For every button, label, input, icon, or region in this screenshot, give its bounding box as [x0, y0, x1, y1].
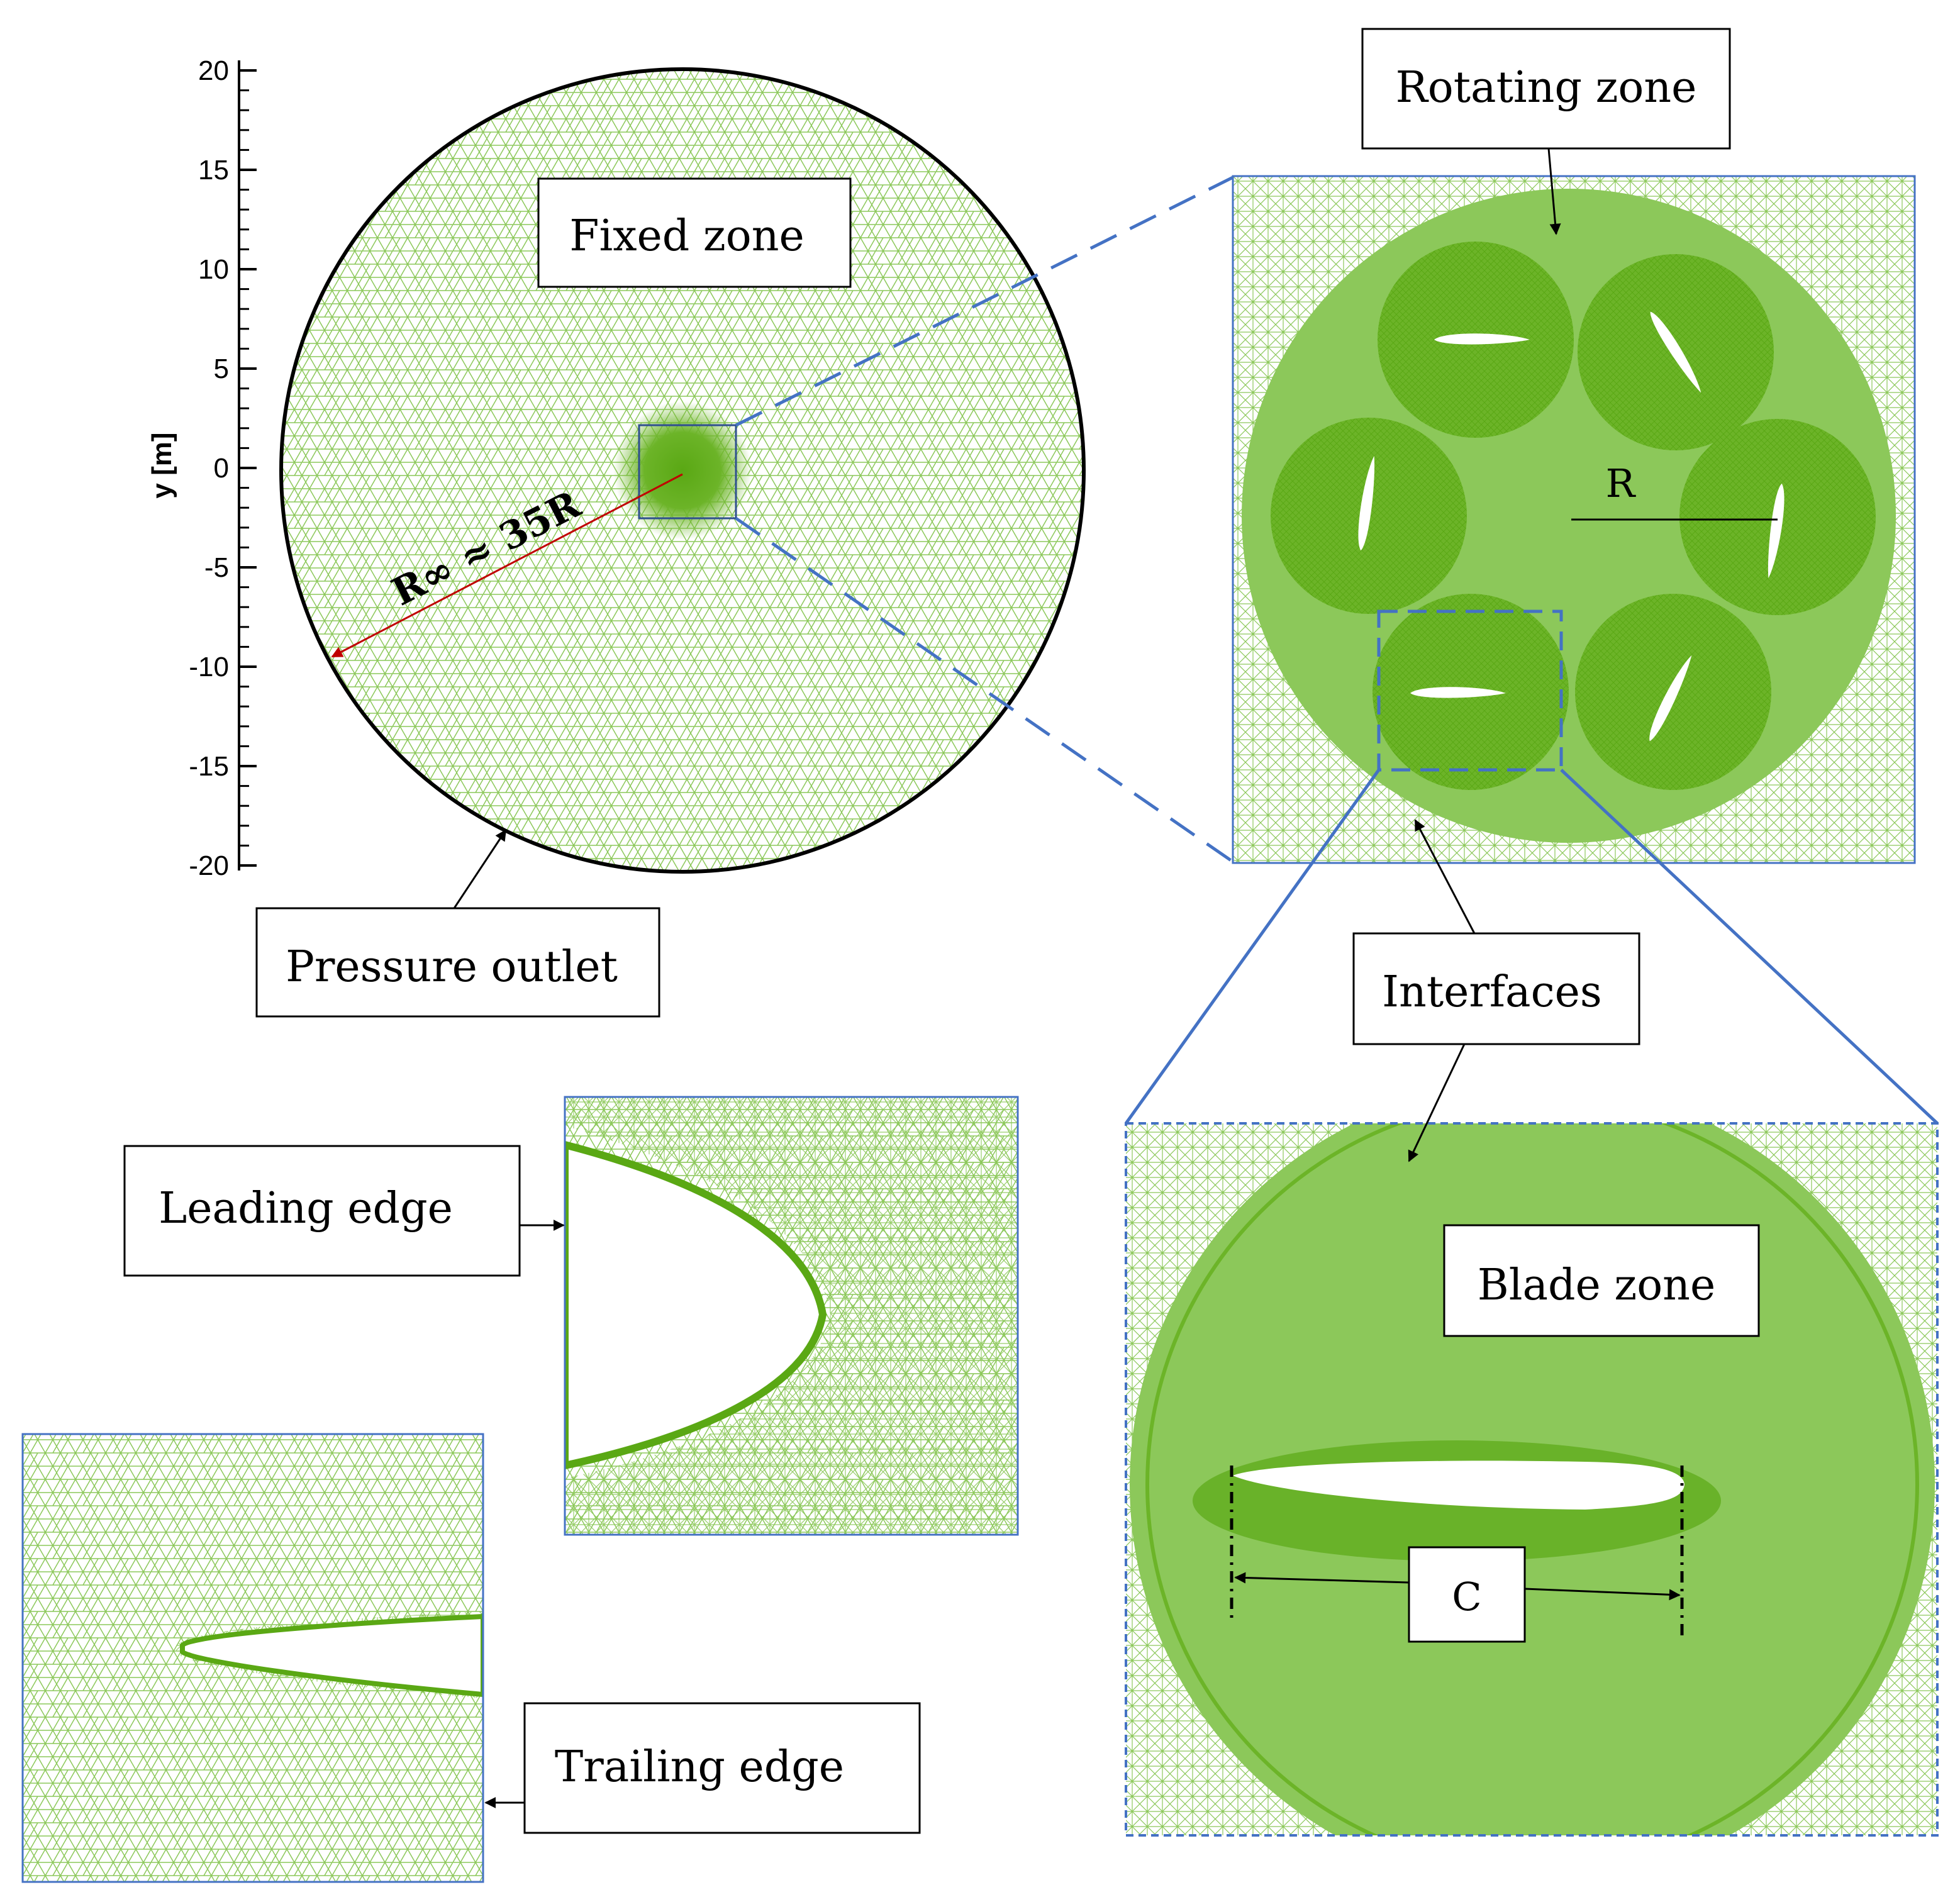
pressure-outlet-boundary: [279, 67, 1086, 874]
pressure-outlet-arrow: [453, 829, 507, 909]
y-axis-tick-label: -5: [204, 552, 229, 583]
y-axis-tick-label: -20: [189, 850, 229, 881]
rotating-zone-highlight: [638, 424, 737, 520]
pressure-outlet-label: Pressure outlet: [286, 942, 618, 992]
blade-zone-highlight: [1377, 609, 1563, 772]
fixed-zone-domain: R∞ ≈ 35R: [279, 67, 1086, 874]
y-axis-major-ticks: 20 15 10 5 0 -5 -10 -15 -20: [189, 55, 257, 881]
blade-airfoil: [1233, 1460, 1684, 1510]
rotating-zone-label: Rotating zone: [1396, 63, 1697, 113]
far-field-radius-arrow: [331, 473, 683, 658]
chord-label-box: [1408, 1546, 1526, 1643]
rotating-zone-panel: R: [1232, 175, 1916, 864]
y-axis-tick-label: 0: [214, 453, 229, 484]
leading-edge-airfoil: [565, 1140, 827, 1470]
blade-6: [1649, 655, 1692, 742]
y-axis-tick-label: 5: [214, 353, 229, 384]
blade-2: [1650, 311, 1701, 393]
interfaces-arrow-upper: [1414, 819, 1476, 934]
blade-1: [1434, 333, 1530, 345]
interfaces-arrow-lower: [1408, 1043, 1466, 1162]
y-axis-tick-label: -15: [189, 751, 229, 782]
chord-arrow-right: [1524, 1588, 1681, 1601]
label-blade-zone: Blade zone: [1443, 1224, 1760, 1337]
blade-5: [1410, 687, 1506, 698]
y-axis-tick-label: 20: [198, 55, 229, 86]
label-trailing-edge: Trailing edge: [523, 1702, 921, 1834]
label-fixed-zone: Fixed zone: [537, 177, 852, 288]
label-rotating-zone: Rotating zone: [1361, 28, 1731, 150]
label-leading-edge: Leading edge: [123, 1145, 521, 1277]
label-interfaces: Interfaces: [1352, 932, 1640, 1045]
leading-edge-panel: [564, 1096, 1019, 1536]
y-axis: 20 15 10 5 0 -5 -10 -15 -20 y [m]: [147, 55, 257, 881]
y-axis-tick-label: 10: [198, 254, 229, 285]
blade-zone-label: Blade zone: [1478, 1260, 1715, 1310]
trailing-edge-label: Trailing edge: [555, 1742, 844, 1792]
trailing-edge-airfoil: [180, 1613, 483, 1698]
chord-label: C: [1452, 1574, 1481, 1620]
rotating-zone-arrow: [1547, 148, 1561, 235]
fixed-zone-label: Fixed zone: [569, 211, 804, 261]
trailing-edge-panel: [21, 1433, 484, 1883]
label-pressure-outlet: Pressure outlet: [255, 907, 660, 1018]
radius-label: R: [1606, 460, 1637, 506]
blade-zone-panel: C: [1125, 1122, 1939, 1837]
blade-3: [1358, 455, 1375, 551]
chord-arrow-left: [1234, 1572, 1410, 1584]
refined-core-mesh: [613, 401, 752, 540]
y-axis-tick-label: -10: [189, 652, 229, 682]
y-axis-tick-label: 15: [198, 155, 229, 186]
interface-circle: [1145, 1123, 1919, 1835]
zoom-lines-rotating: [735, 175, 1234, 864]
zoom-lines-blade: [1124, 769, 1939, 1125]
interfaces-label: Interfaces: [1382, 967, 1602, 1017]
leading-edge-label: Leading edge: [159, 1184, 453, 1233]
y-axis-minor-ticks: [239, 89, 249, 847]
blade-4: [1768, 483, 1785, 579]
y-axis-title: y [m]: [147, 432, 177, 498]
